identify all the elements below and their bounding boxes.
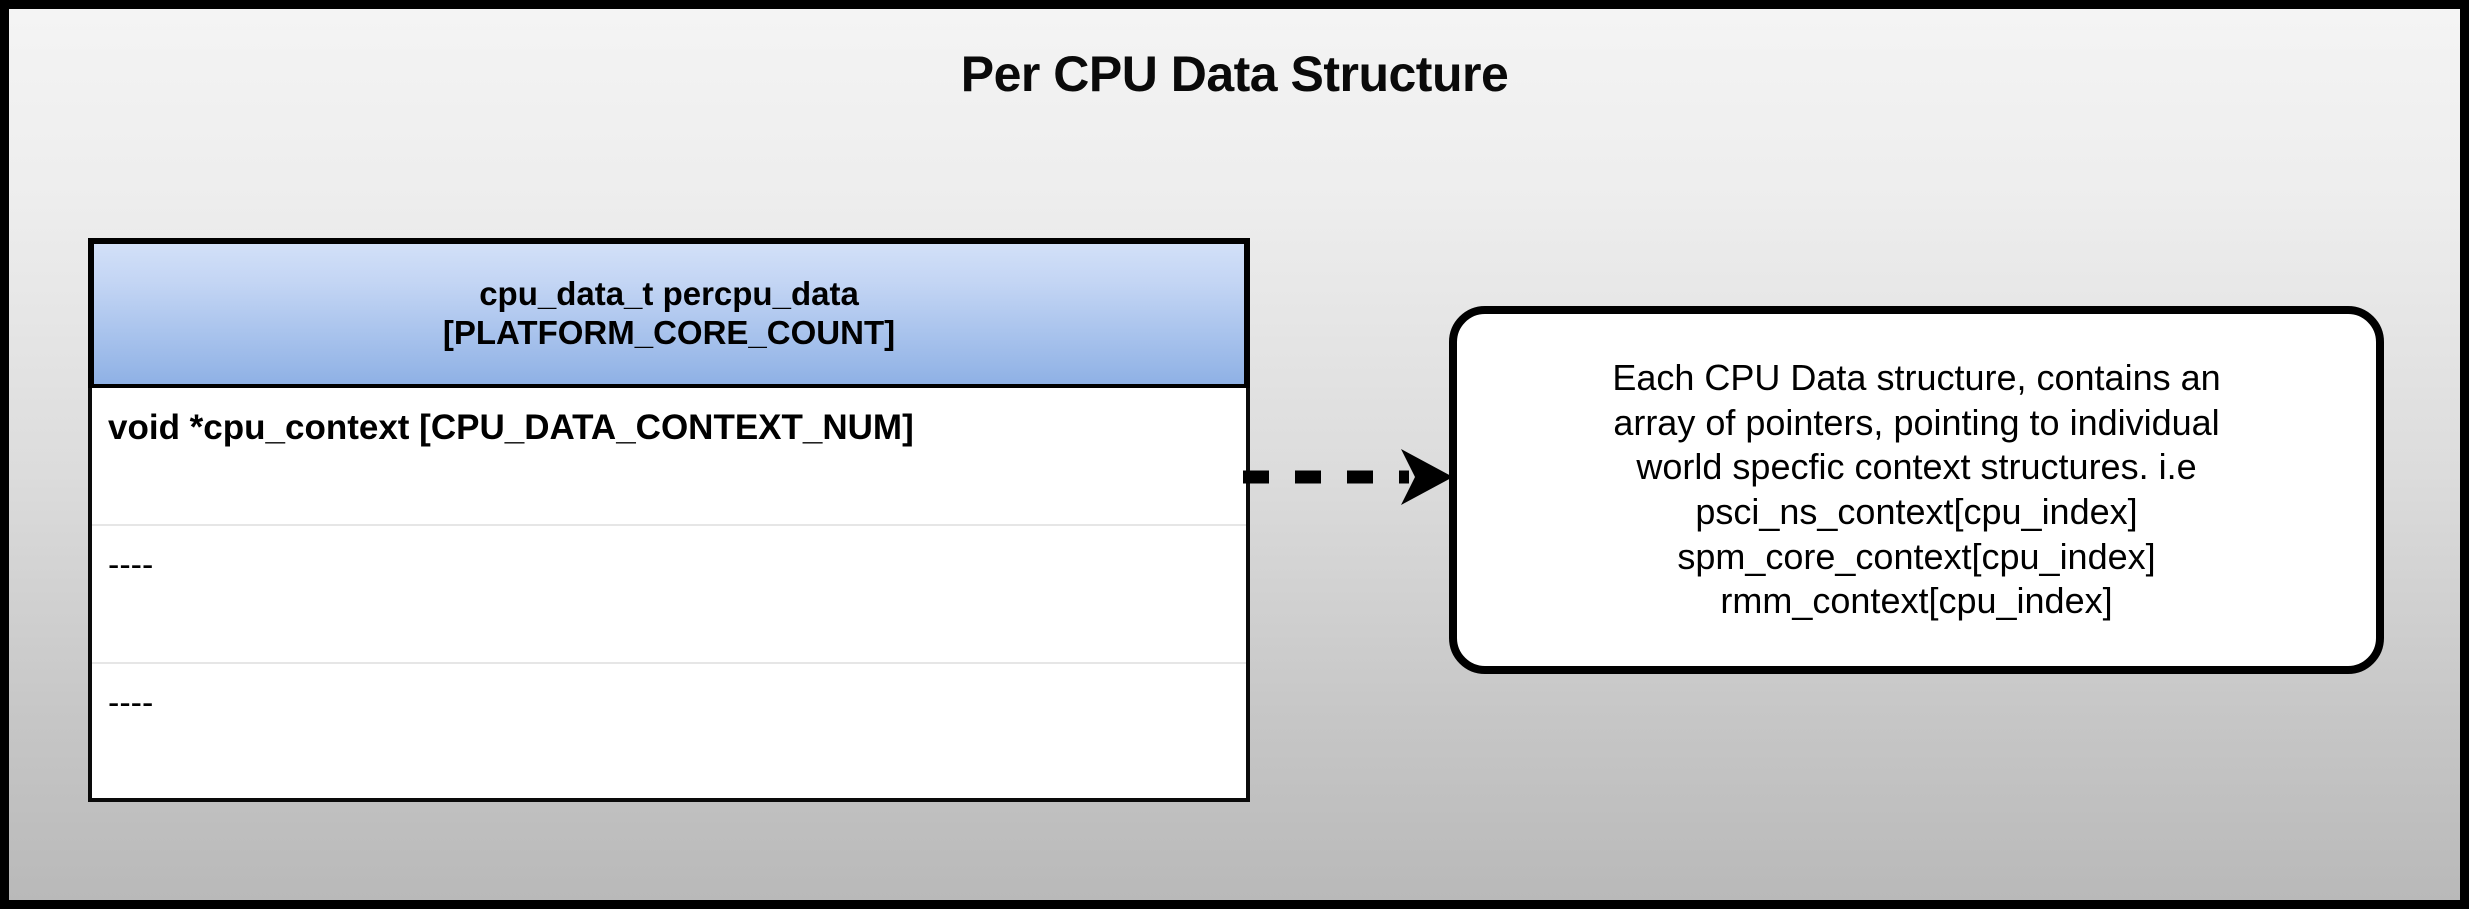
struct-table-header: cpu_data_t percpu_data [PLATFORM_CORE_CO…: [88, 238, 1250, 390]
struct-header-line-1: cpu_data_t percpu_data: [479, 275, 859, 313]
callout-note: Each CPU Data structure, contains an arr…: [1449, 306, 2384, 674]
struct-table-body: void *cpu_context [CPU_DATA_CONTEXT_NUM]…: [88, 388, 1250, 802]
callout-line-5: spm_core_context[cpu_index]: [1677, 535, 2156, 577]
callout-line-1: Each CPU Data structure, contains an: [1612, 357, 2221, 399]
table-row: ----: [92, 526, 1246, 664]
dashed-arrow-icon: [1243, 449, 1453, 505]
arrow-head: [1401, 449, 1453, 505]
callout-line-6: rmm_context[cpu_index]: [1720, 580, 2113, 622]
table-row: void *cpu_context [CPU_DATA_CONTEXT_NUM]: [92, 388, 1246, 526]
callout-line-2: array of pointers, pointing to individua…: [1613, 401, 2220, 443]
struct-field-placeholder-2: ----: [108, 684, 154, 722]
struct-field-cpu-context: void *cpu_context [CPU_DATA_CONTEXT_NUM]: [108, 408, 914, 447]
page-title: Per CPU Data Structure: [960, 46, 1509, 102]
struct-header-line-2: [PLATFORM_CORE_COUNT]: [442, 314, 896, 351]
table-row: ----: [92, 664, 1246, 802]
percpu-data-struct-table: cpu_data_t percpu_data [PLATFORM_CORE_CO…: [88, 238, 1250, 802]
callout-line-3: world specfic context structures. i.e: [1636, 446, 2197, 488]
struct-field-placeholder-1: ----: [108, 546, 154, 584]
callout-line-4: psci_ns_context[cpu_index]: [1695, 491, 2138, 532]
